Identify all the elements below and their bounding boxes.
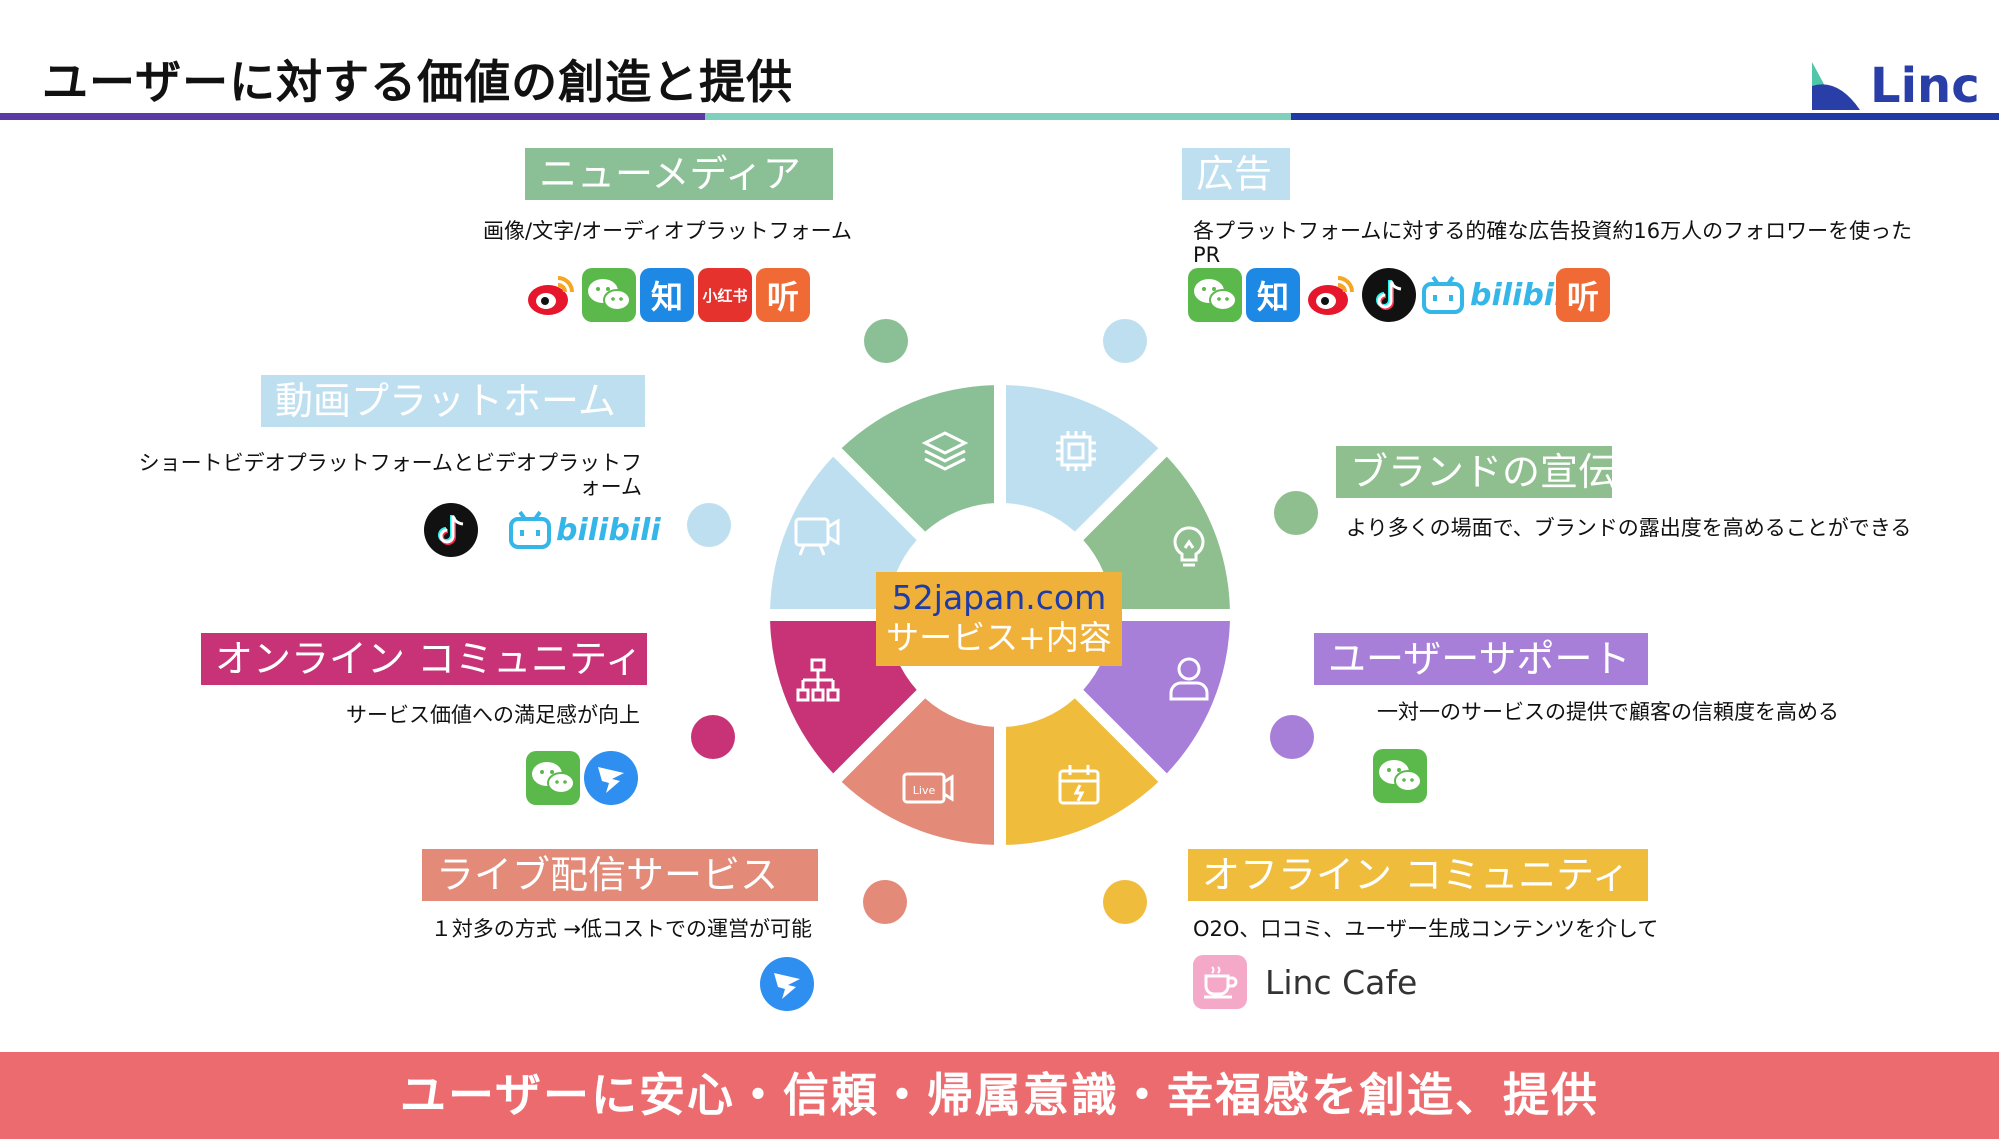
dingtalk-icon — [584, 751, 638, 805]
linc-logo: Linc — [1808, 58, 1988, 114]
heading-brand: ブランドの宣伝 — [1336, 446, 1612, 498]
wechat-icon — [1188, 268, 1242, 322]
coffee-cup-icon — [1193, 955, 1247, 1009]
live-icon: Live — [902, 772, 954, 804]
wheel-segment-lightbulb — [1083, 456, 1230, 610]
center-label-service: サービス+内容 — [886, 618, 1112, 657]
linc-logo-icon — [1812, 62, 1860, 110]
dot-online — [691, 715, 735, 759]
footer-banner: ユーザーに安心・信頼・帰属意識・幸福感を創造、提供 — [0, 1052, 1999, 1139]
video-camera-icon — [794, 517, 840, 556]
hierarchy-icon — [796, 658, 840, 702]
wechat-icon — [1373, 749, 1427, 803]
heading-ads: 広告 — [1182, 148, 1290, 200]
wechat-icon — [582, 268, 636, 322]
dot-offline — [1103, 880, 1147, 924]
lightbulb-icon — [1173, 526, 1205, 567]
bilibili-icon: bilibili — [556, 512, 661, 548]
center-label: 52japan.com サービス+内容 — [876, 572, 1122, 666]
icons-support — [1373, 749, 1427, 803]
heading-video: 動画プラットホーム — [261, 375, 645, 427]
dot-live — [863, 880, 907, 924]
dot-video — [687, 503, 731, 547]
bilibili-icon: bilibili — [1470, 277, 1575, 313]
tiktok-icon — [424, 503, 478, 557]
desc-new-media: 画像/文字/オーディオプラットフォーム — [483, 219, 853, 243]
wheel-segment-layers — [841, 385, 995, 532]
wechat-icon — [526, 751, 580, 805]
desc-live: １対多の方式 →低コストでの運営が可能 — [430, 917, 812, 941]
heading-offline: オフライン コミュニティ — [1188, 849, 1648, 901]
heading-online: オンライン コミュニティ — [201, 633, 647, 685]
desc-offline: O2O、口コミ、ユーザー生成コンテンツを介して — [1193, 917, 1659, 941]
icons-video: bilibili — [424, 503, 661, 557]
live-label: Live — [913, 784, 936, 797]
dot-ads — [1103, 319, 1147, 363]
dot-new-media — [864, 319, 908, 363]
calendar-icon — [1058, 765, 1100, 805]
chip-icon — [1056, 431, 1096, 471]
logo-text: Linc — [1870, 58, 1980, 114]
dingtalk-icon — [760, 957, 814, 1011]
person-icon — [1169, 657, 1209, 701]
ting-icon: 听 — [756, 268, 810, 322]
ting-icon: 听 — [1556, 268, 1610, 322]
linc-cafe: Linc Cafe — [1193, 955, 1417, 1009]
bilibili-tv-icon — [509, 510, 551, 549]
page-title: ユーザーに対する価値の創造と提供 — [42, 55, 794, 109]
desc-brand: より多くの場面で、ブランドの露出度を高めることができる — [1346, 516, 1912, 540]
weibo-icon — [524, 268, 578, 322]
bilibili-tv-icon — [1420, 268, 1466, 322]
icons-new-media: 知 小红书 听 — [524, 268, 810, 322]
dot-brand — [1274, 491, 1318, 535]
heading-live: ライブ配信サービス — [422, 849, 818, 901]
dot-support — [1270, 715, 1314, 759]
center-label-site: 52japan.com — [891, 578, 1107, 617]
zhihu-icon: 知 — [640, 268, 694, 322]
header-bar-blue — [1291, 113, 1999, 120]
wheel-segment-video-camera — [770, 456, 917, 610]
desc-support: 一対一のサービスの提供で顧客の信頼度を高める — [1377, 700, 1839, 724]
tiktok-icon — [1362, 268, 1416, 322]
zhihu-icon: 知 — [1246, 268, 1300, 322]
heading-new-media: ニューメディア — [525, 148, 833, 200]
linc-cafe-label: Linc Cafe — [1265, 962, 1418, 1002]
header-bar-teal — [705, 113, 1291, 120]
heading-support: ユーザーサポート — [1314, 633, 1648, 685]
wheel-segment-live — [841, 698, 995, 845]
icons-live — [760, 957, 814, 1011]
icons-online — [526, 751, 638, 805]
xiaohongshu-icon: 小红书 — [698, 268, 752, 322]
header-bar-purple — [0, 113, 705, 120]
desc-video: ショートビデオプラットフォームとビデオプラットフォーム — [138, 451, 642, 499]
layers-icon — [921, 431, 969, 471]
desc-online: サービス価値への満足感が向上 — [346, 703, 640, 727]
desc-ads: 各プラットフォームに対する的確な広告投資約16万人のフォロワーを使ったPR — [1193, 219, 1913, 267]
weibo-icon — [1304, 268, 1358, 322]
icons-ads: 知 bilibili 听 — [1188, 268, 1610, 322]
bilibili-logo: bilibili — [508, 510, 661, 550]
